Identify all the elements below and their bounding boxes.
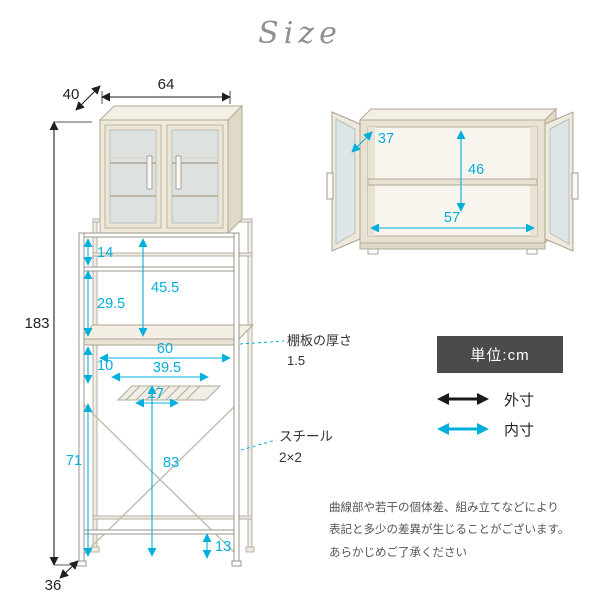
dim-shelf-gap: 10 [97, 358, 113, 374]
x-brace [83, 404, 237, 555]
legend-outer-label: 外寸 [504, 392, 534, 409]
dim-leg-clearance: 71 [66, 453, 82, 469]
cabinet-inner-dim-lines [351, 130, 535, 233]
page-title: Size [258, 16, 342, 51]
disclaimer-line-3: あらかじめご了承ください [329, 546, 467, 559]
shelf-thickness-note: 棚板の厚さ 1.5 [287, 331, 352, 371]
dim-depth-top: 40 [63, 86, 80, 103]
door-handle [571, 172, 579, 200]
steel-label: スチール [279, 429, 333, 444]
dim-cabinet-to-shelf: 45.5 [151, 280, 179, 296]
dim-height-total: 183 [24, 315, 49, 332]
front-outer-dim-lines [49, 85, 231, 579]
dim-lower-shelf-offset: 17 [148, 386, 164, 402]
front-view-drawing: 183 64 40 36 14 29.5 45.5 60 [24, 76, 285, 594]
dim-inner-height: 46 [468, 162, 484, 178]
dim-base-depth: 36 [45, 577, 62, 594]
legend-inner-label: 内寸 [504, 422, 534, 439]
cabinet-closed-drawing [98, 104, 244, 235]
dim-inner-depth: 37 [378, 131, 394, 147]
dim-foot-height: 13 [215, 539, 231, 555]
dim-upper-gap: 29.5 [97, 296, 125, 312]
dim-width-top: 64 [158, 76, 175, 93]
front-inner-dim-lines [83, 238, 285, 559]
unit-box: 単位:cm [437, 336, 563, 373]
disclaimer-line-1: 曲線部や若干の個体差、組み立てなどにより [329, 502, 559, 514]
cabinet-open-drawing: 37 46 57 [326, 107, 579, 255]
dim-under-shelf-height: 83 [163, 455, 179, 471]
rack-front-frame [76, 232, 242, 567]
steel-note: スチール 2×2 [279, 427, 333, 469]
disclaimer-text: 曲線部や若干の個体差、組み立てなどにより 表記と多少の差異が生じることがございま… [329, 497, 569, 564]
legend: 外寸 内寸 [437, 392, 534, 439]
dim-shelf-width: 60 [157, 341, 173, 357]
dim-top-gap: 14 [97, 245, 113, 261]
door-handle [326, 172, 334, 200]
door-handle [146, 155, 153, 190]
shelf-thickness-label: 棚板の厚さ [287, 333, 353, 348]
dim-lower-shelf-width: 39.5 [153, 360, 181, 376]
disclaimer-line-2: 表記と多少の差異が生じることがございます。 [329, 524, 570, 537]
dim-inner-width: 57 [444, 210, 460, 226]
door-handle [175, 155, 182, 190]
steel-value: 2×2 [279, 449, 302, 465]
shelf-thickness-value: 1.5 [287, 353, 306, 369]
